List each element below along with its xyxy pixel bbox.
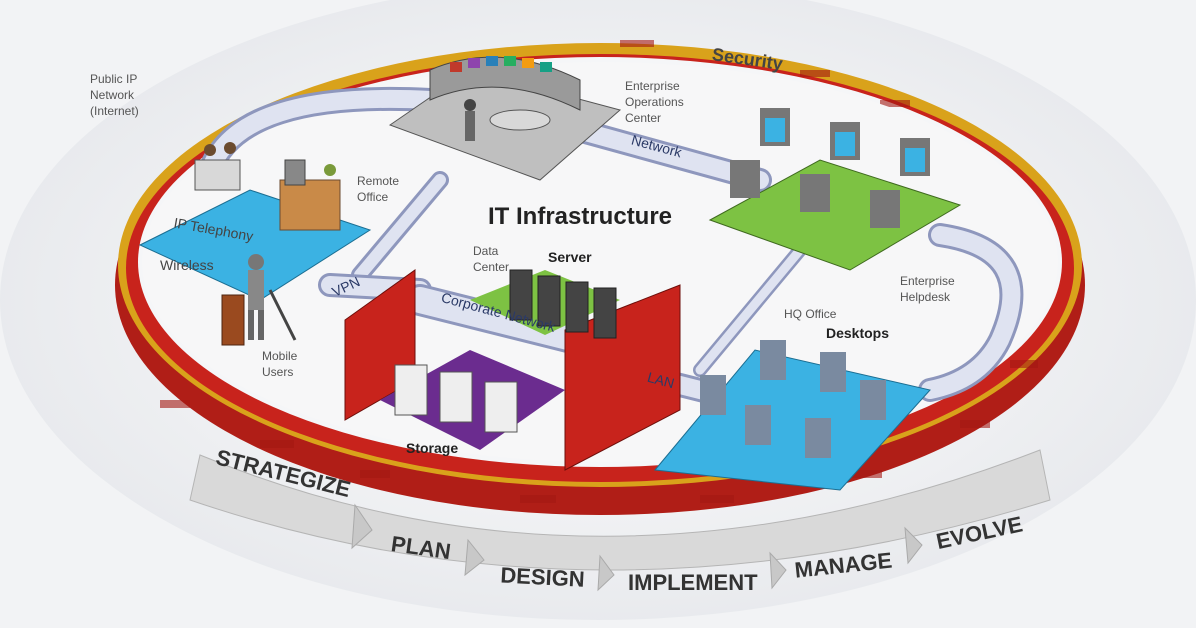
label-storage: Storage bbox=[406, 440, 458, 456]
label-enterprise-helpdesk-2: Helpdesk bbox=[900, 290, 951, 304]
label-enterprise-ops-1: Enterprise bbox=[625, 79, 680, 93]
label-lan: LAN bbox=[646, 369, 676, 392]
label-mobile-users-1: Mobile bbox=[262, 349, 298, 363]
label-server: Server bbox=[548, 249, 592, 265]
label-public-ip-2: Network bbox=[90, 88, 135, 102]
step-arrows bbox=[351, 503, 923, 592]
label-data-center-2: Center bbox=[473, 260, 509, 274]
data-center bbox=[344, 269, 681, 471]
label-public-ip-1: Public IP bbox=[90, 72, 137, 86]
label-remote-office-1: Remote bbox=[357, 174, 399, 188]
remote-office-zone bbox=[138, 142, 372, 301]
mobile-users-figure bbox=[221, 254, 297, 346]
label-mobile-users-2: Users bbox=[262, 365, 293, 379]
label-enterprise-ops-2: Operations bbox=[625, 95, 684, 109]
step-implement: IMPLEMENT bbox=[628, 570, 758, 595]
label-it-infrastructure: IT Infrastructure bbox=[488, 203, 672, 230]
label-remote-office-2: Office bbox=[357, 190, 388, 204]
step-design: DESIGN bbox=[500, 562, 586, 591]
hq-office-desktops bbox=[654, 340, 931, 491]
label-data-center-1: Data bbox=[473, 244, 499, 258]
helpdesk-cubicles bbox=[708, 108, 962, 271]
label-enterprise-ops-3: Center bbox=[625, 111, 661, 125]
operations-center bbox=[388, 56, 622, 181]
label-hq-office: HQ Office bbox=[784, 307, 837, 321]
label-public-ip-3: (Internet) bbox=[90, 104, 139, 118]
label-enterprise-helpdesk-1: Enterprise bbox=[900, 274, 955, 288]
label-desktops: Desktops bbox=[826, 325, 889, 341]
label-wireless: Wireless bbox=[160, 257, 214, 273]
process-band bbox=[189, 449, 1051, 571]
